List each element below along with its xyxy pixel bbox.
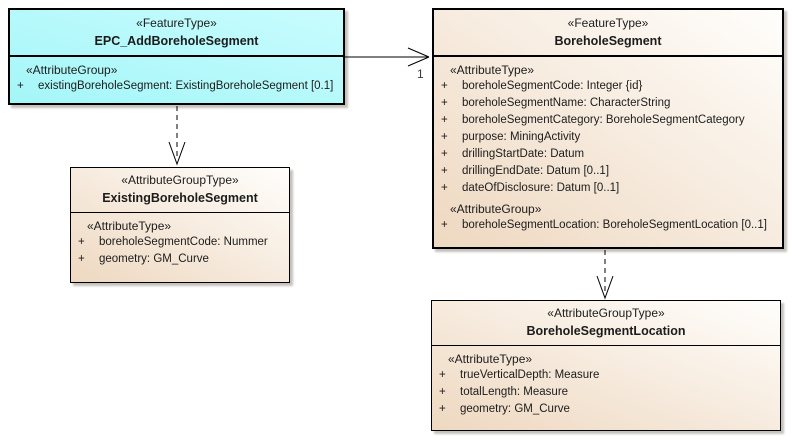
attribute-text: existingBoreholeSegment: ExistingBorehol… [38,80,334,92]
attribute-row[interactable]: + existingBoreholeSegment: ExistingBoreh… [10,78,341,95]
attribute-row[interactable]: + drillingEndDate: Datum [0..1] [434,163,780,180]
attributes-compartment: «AttributeGroup» + existingBoreholeSegme… [10,57,343,97]
attribute-row[interactable]: + boreholeSegmentLocation: BoreholeSegme… [434,217,780,234]
association-connector[interactable]: 1 [345,47,430,81]
visibility-plus: + [441,97,448,109]
attribute-row[interactable]: + boreholeSegmentCode: Nummer [71,234,287,251]
attribute-text: boreholeSegmentName: CharacterString [462,97,671,109]
class-header: «FeatureType» EPC_AddBoreholeSegment [10,10,343,57]
attribute-row[interactable]: + totalLength: Measure [432,384,778,401]
attribute-text: totalLength: Measure [460,386,569,398]
visibility-plus: + [441,80,448,92]
visibility-plus: + [439,403,446,415]
attribute-text: boreholeSegmentCode: Integer {id} [462,80,643,92]
class-name: EPC_AddBoreholeSegment [94,34,259,48]
attributes-compartment: «AttributeType» + trueVerticalDepth: Mea… [432,346,780,420]
visibility-plus: + [441,165,448,177]
attribute-row[interactable]: + geometry: GM_Curve [432,401,778,418]
attribute-text: geometry: GM_Curve [460,403,570,415]
stereotype-label: «FeatureType» [567,16,649,30]
attribute-row[interactable]: + boreholeSegmentCode: Integer {id} [434,78,780,95]
class-name: BoreholeSegment [554,34,662,48]
class-name: ExistingBoreholeSegment [102,191,258,205]
dependency-connector-existing[interactable] [168,106,186,166]
attribute-text: geometry: GM_Curve [99,253,209,265]
visibility-plus: + [441,114,448,126]
class-box-existingboreholesegment[interactable]: «AttributeGroupType» ExistingBoreholeSeg… [70,167,290,283]
attribute-text: drillingStartDate: Datum [462,148,585,160]
attribute-text: trueVerticalDepth: Measure [460,369,600,381]
open-arrowhead-icon [596,275,614,300]
attribute-row[interactable]: + purpose: MiningActivity [434,129,780,146]
class-header: «AttributeGroupType» ExistingBoreholeSeg… [71,168,289,213]
stereotype-label: «FeatureType» [136,16,217,30]
class-name: BoreholeSegmentLocation [526,324,686,338]
visibility-plus: + [441,182,448,194]
attribute-row[interactable]: + boreholeSegmentName: CharacterString [434,95,780,112]
class-header: «AttributeGroupType» BoreholeSegmentLoca… [432,301,780,346]
attribute-row[interactable]: + boreholeSegmentCategory: BoreholeSegme… [434,112,780,129]
section-heading: «AttributeGroup» [26,63,118,77]
visibility-plus: + [439,369,446,381]
visibility-plus: + [441,148,448,160]
section-heading: «AttributeType» [450,63,535,77]
attribute-text: drillingEndDate: Datum [0..1] [462,165,610,177]
attribute-text: boreholeSegmentCode: Nummer [99,236,268,248]
section-heading: «AttributeGroup» [450,202,542,216]
class-header: «FeatureType» BoreholeSegment [434,10,782,57]
attribute-row[interactable]: + geometry: GM_Curve [71,251,287,268]
visibility-plus: + [441,131,448,143]
open-arrowhead-icon [168,141,186,166]
attributes-compartment: «AttributeType» + boreholeSegmentCode: N… [71,213,289,270]
attribute-row[interactable]: + dateOfDisclosure: Datum [0..1] [434,180,780,197]
stereotype-label: «AttributeGroupType» [547,306,665,320]
attributes-compartment: «AttributeType» + boreholeSegmentCode: I… [434,57,782,236]
class-box-boreholesegmentlocation[interactable]: «AttributeGroupType» BoreholeSegmentLoca… [431,300,781,431]
multiplicity-label: 1 [417,67,424,81]
attribute-row[interactable]: + drillingStartDate: Datum [434,146,780,163]
attribute-text: boreholeSegmentLocation: BoreholeSegment… [462,219,767,231]
visibility-plus: + [78,236,85,248]
section-heading: «AttributeType» [87,219,172,233]
attribute-row[interactable]: + trueVerticalDepth: Measure [432,367,778,384]
attribute-text: dateOfDisclosure: Datum [0..1] [462,182,620,194]
visibility-plus: + [78,253,85,265]
attribute-text: boreholeSegmentCategory: BoreholeSegment… [462,114,745,126]
open-arrowhead-icon [407,47,430,67]
visibility-plus: + [441,219,448,231]
class-box-epc-addboreholesegment[interactable]: «FeatureType» EPC_AddBoreholeSegment «At… [8,8,345,105]
class-box-boreholesegment[interactable]: «FeatureType» BoreholeSegment «Attribute… [432,8,784,249]
section-heading: «AttributeType» [448,352,533,366]
visibility-plus: + [17,80,24,92]
attribute-text: purpose: MiningActivity [462,131,581,143]
stereotype-label: «AttributeGroupType» [121,173,239,187]
dependency-connector-location[interactable] [596,250,614,300]
visibility-plus: + [439,386,446,398]
